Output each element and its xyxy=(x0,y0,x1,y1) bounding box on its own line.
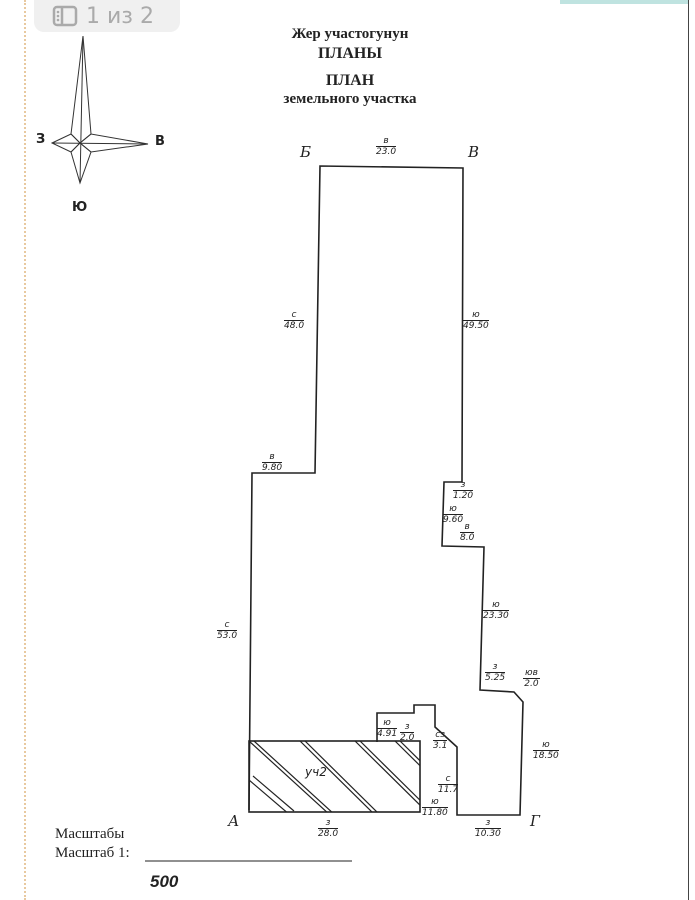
scale-value: 500 xyxy=(150,872,179,891)
page-right-border xyxy=(688,0,689,900)
page-left-edge xyxy=(24,0,28,900)
page-view-icon xyxy=(52,5,78,27)
corner-a: А xyxy=(228,812,240,830)
compass-south: Ю xyxy=(72,200,88,215)
compass-east: В xyxy=(155,134,165,149)
corner-v: В xyxy=(468,143,480,161)
title-kyrgyz-plan: ПЛАНЫ xyxy=(317,45,383,62)
page-indicator-badge[interactable]: 1 из 2 xyxy=(34,0,180,32)
corner-g: Г xyxy=(530,812,540,830)
corner-b: Б xyxy=(300,143,312,161)
scale-label-kyrgyz: Масштабы xyxy=(55,826,125,842)
plot-boundary xyxy=(248,165,524,816)
page-indicator-text: 1 из 2 xyxy=(86,3,154,29)
scale-label-russian: Масштаб 1: xyxy=(55,845,130,861)
title-russian: земельного участка xyxy=(283,91,417,107)
compass-rose-icon xyxy=(50,35,149,185)
compass-west: З xyxy=(36,132,46,147)
building-hatching xyxy=(249,741,420,812)
top-strip xyxy=(560,0,688,4)
title-kyrgyz: Жер участогунун xyxy=(291,26,409,42)
building-outline xyxy=(248,740,421,813)
building-label: уч2 xyxy=(305,765,327,779)
title-russian-plan: ПЛАН xyxy=(325,72,375,89)
